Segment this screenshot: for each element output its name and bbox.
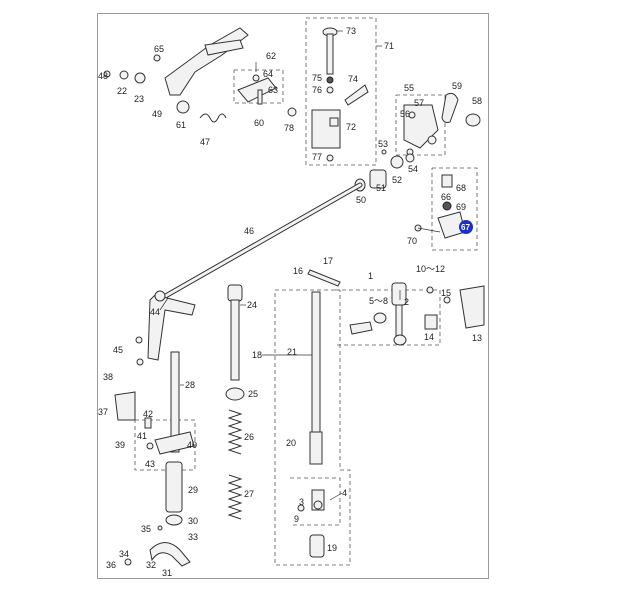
label-19: 19 [327,543,337,553]
rod-21 [297,291,325,558]
label-27: 27 [244,489,254,499]
group-18-box [274,289,351,566]
group-66-box [431,167,478,251]
part-17 [307,269,341,287]
label-4: 4 [342,488,347,498]
label-21: 21 [287,347,297,357]
label-34: 34 [119,549,129,559]
label-25: 25 [248,389,258,399]
label-54: 54 [408,164,418,174]
group-4-box [290,477,341,526]
label-51: 51 [376,183,386,193]
lever-44 [135,290,196,366]
label-31: 31 [162,568,172,578]
label-20: 20 [286,438,296,448]
label-18: 18 [252,350,262,360]
label-69: 69 [456,202,466,212]
label-47: 47 [200,137,210,147]
label-56: 56 [400,109,410,119]
label-35: 35 [141,524,151,534]
label-10-12: 10～12 [416,264,445,274]
part-labels: 73 71 65 48 22 23 49 61 47 62 64 63 60 7… [98,26,482,578]
label-41: 41 [137,431,147,441]
diagram-frame [97,13,489,579]
label-53: 53 [378,139,388,149]
label-65: 65 [154,44,164,54]
label-64: 64 [263,69,273,79]
label-13: 13 [472,333,482,343]
washer-parts-48-23 [103,54,161,84]
label-73: 73 [346,26,356,36]
label-29: 29 [188,485,198,495]
label-75: 75 [312,73,322,83]
label-33: 33 [188,532,198,542]
label-71: 71 [384,41,394,51]
label-70: 70 [407,236,417,246]
label-2: 2 [404,297,409,307]
label-74: 74 [348,74,358,84]
label-28: 28 [185,380,195,390]
label-59: 59 [452,81,462,91]
label-50: 50 [356,195,366,205]
label-44: 44 [150,307,160,317]
label-58: 58 [472,96,482,106]
label-61: 61 [176,120,186,130]
label-26: 26 [244,432,254,442]
group-71-box [305,17,377,166]
label-16: 16 [293,266,303,276]
label-23: 23 [134,94,144,104]
label-38: 38 [103,372,113,382]
label-14: 14 [424,332,434,342]
label-67: 67 [461,223,470,232]
label-9: 9 [294,514,299,524]
label-1: 1 [368,271,373,281]
label-5-8: 5～8 [369,296,388,306]
label-36: 36 [106,560,116,570]
bracket-55 [403,92,481,156]
label-40: 40 [187,440,197,450]
label-24: 24 [247,300,257,310]
label-72: 72 [346,122,356,132]
label-17: 17 [323,256,333,266]
label-43: 43 [145,459,155,469]
label-62: 62 [266,51,276,61]
label-42: 42 [143,409,153,419]
group-1-box [335,289,441,346]
label-32: 32 [146,560,156,570]
rod-24 [225,284,245,520]
label-55: 55 [404,83,414,93]
label-39: 39 [115,440,125,450]
bracket-62 [237,74,277,105]
label-3: 3 [299,497,304,507]
label-60: 60 [254,118,264,128]
group-62-box [233,69,284,104]
rod-28 [114,351,195,567]
label-57: 57 [414,98,424,108]
label-30: 30 [188,516,198,526]
label-78: 78 [284,123,294,133]
label-66: 66 [441,192,451,202]
label-52: 52 [392,175,402,185]
treadle-arm [164,27,249,123]
collars-50-53 [354,149,415,192]
part-67-highlight [459,220,473,234]
label-15: 15 [441,288,451,298]
label-46: 46 [244,226,254,236]
group-1-parts [349,282,485,346]
label-37: 37 [98,407,108,417]
label-68: 68 [456,183,466,193]
presser-group-71 [287,27,369,162]
label-63: 63 [268,85,278,95]
label-48: 48 [98,71,108,81]
leader-lines [159,30,401,501]
label-45: 45 [113,345,123,355]
label-77: 77 [312,152,322,162]
label-22: 22 [117,86,127,96]
label-49: 49 [152,109,162,119]
label-76: 76 [312,85,322,95]
group-55-box [395,94,446,156]
